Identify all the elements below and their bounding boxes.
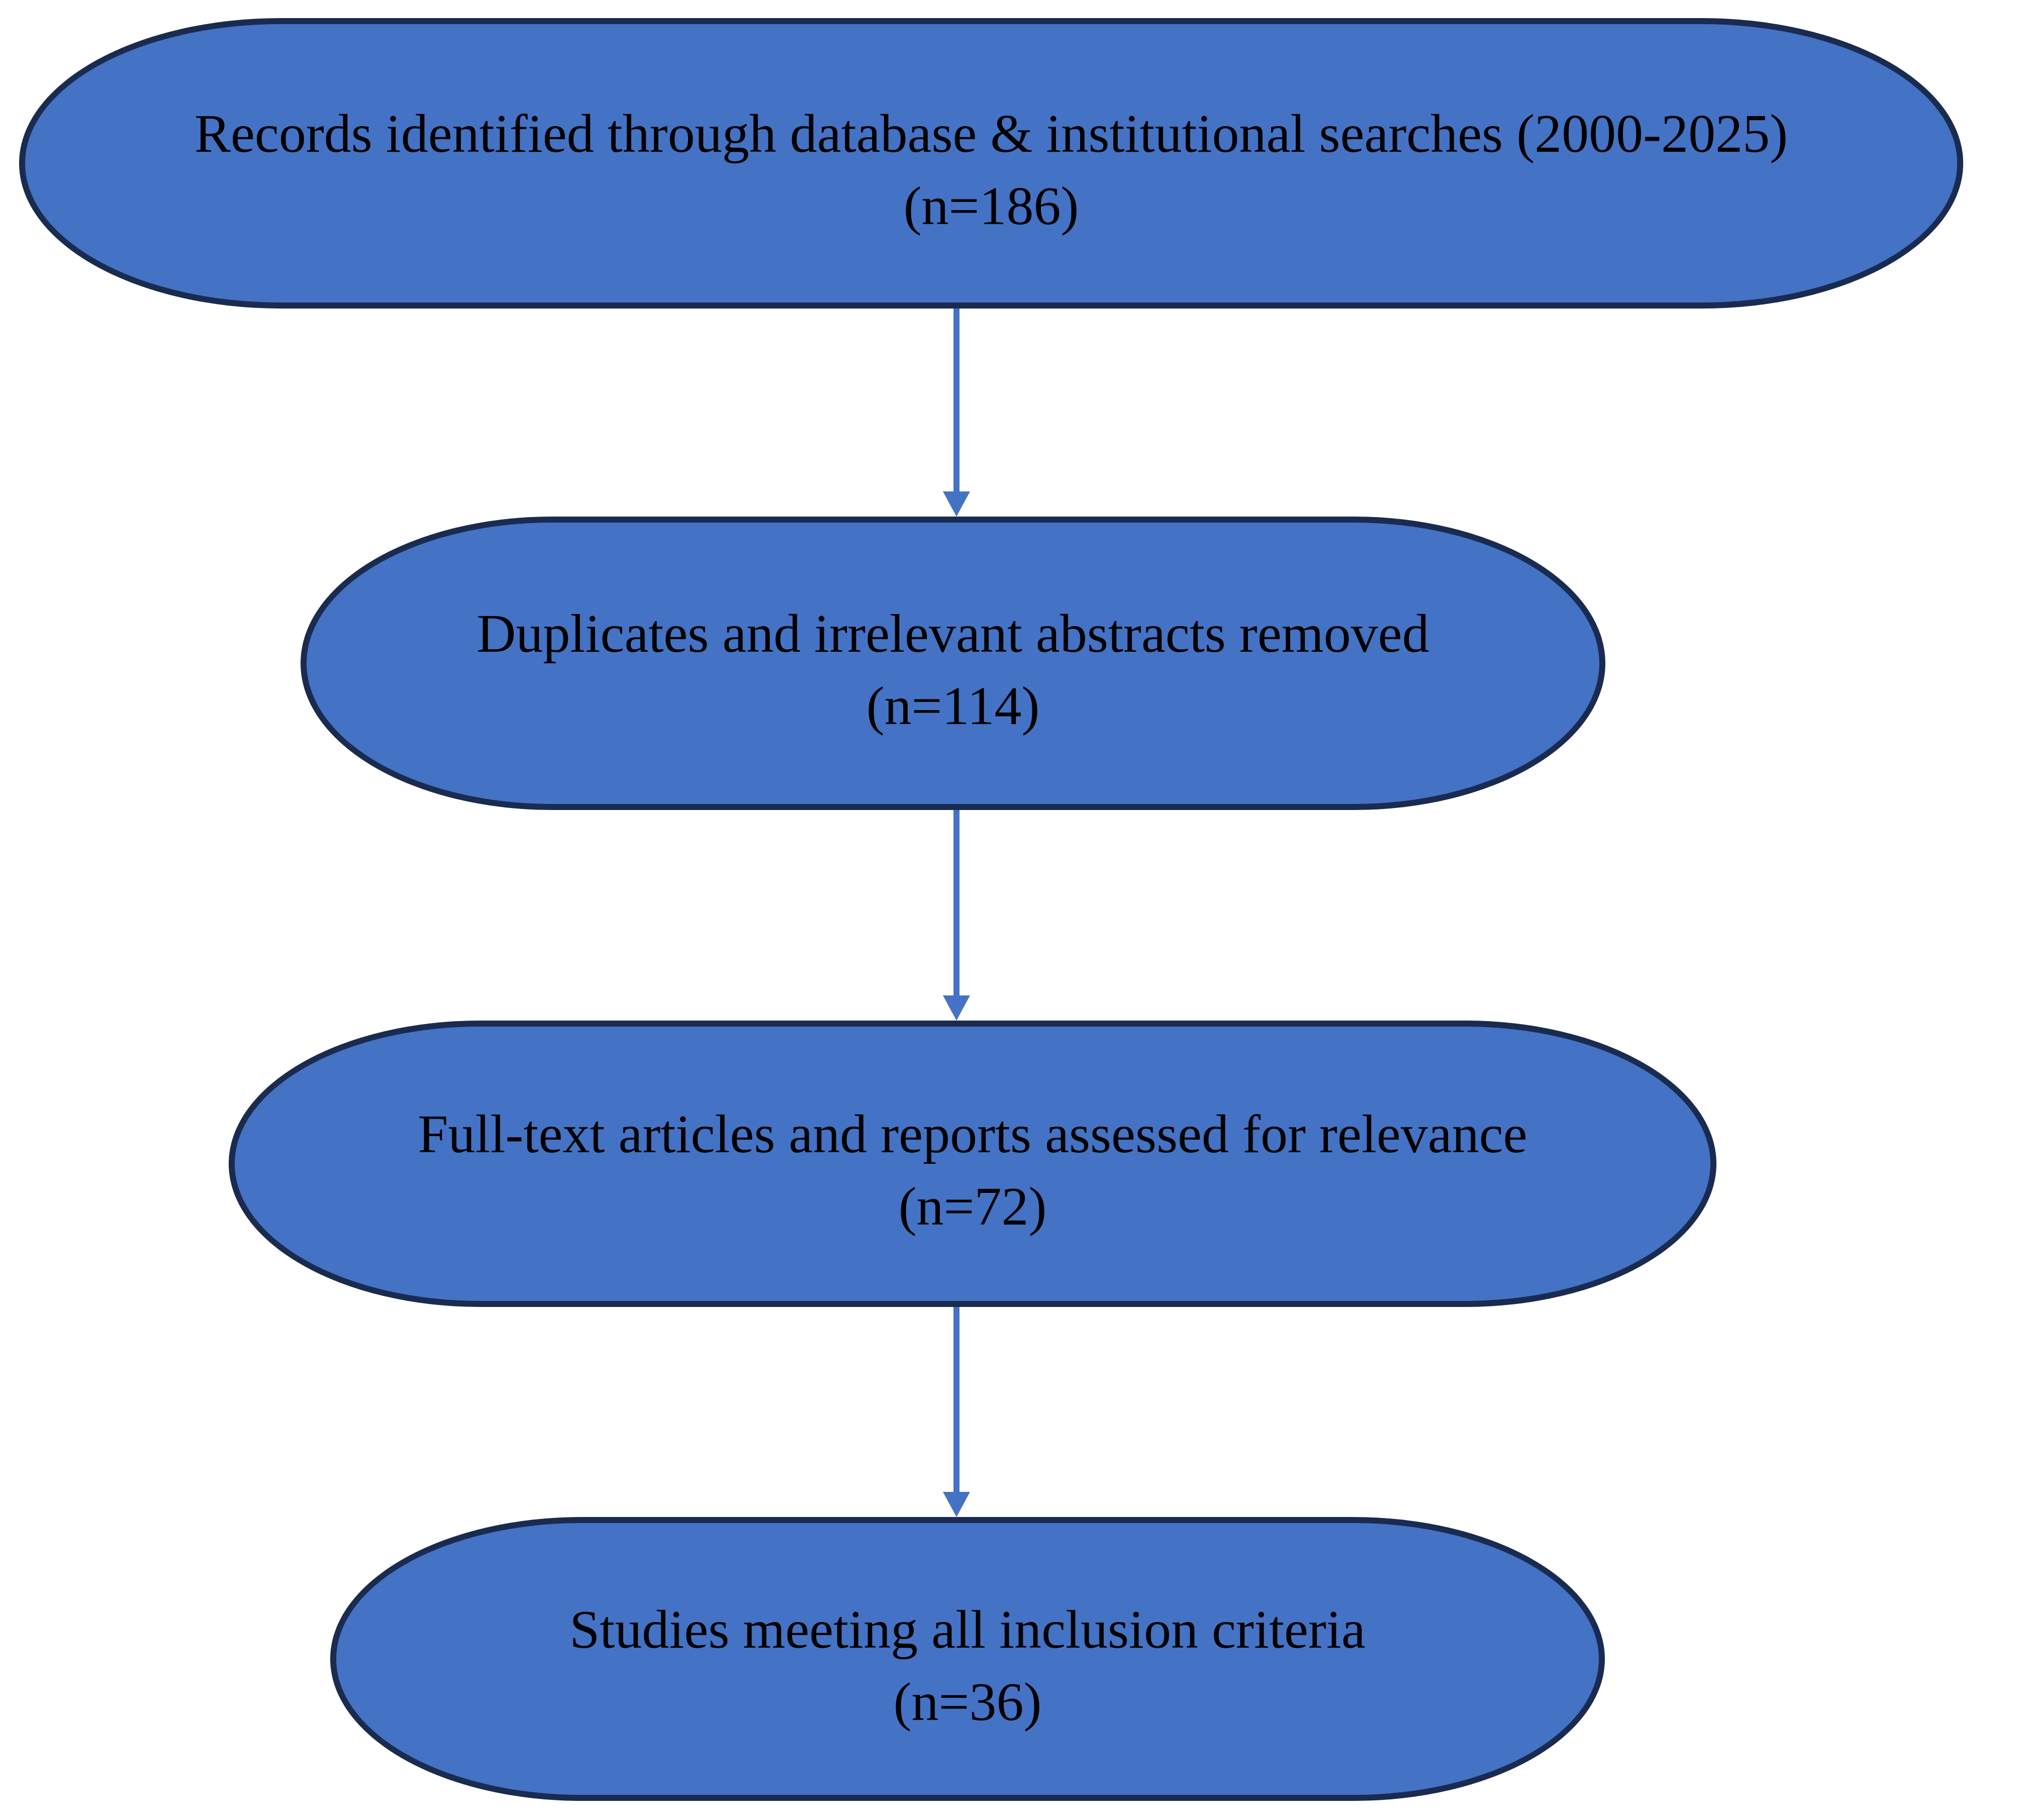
flow-node-fulltext-assessed: Full-text articles and reports assessed … xyxy=(229,1021,1716,1307)
node-count-label: (n=186) xyxy=(903,176,1079,236)
node-count-label: (n=114) xyxy=(866,676,1040,736)
node-count-label: (n=36) xyxy=(893,1672,1042,1732)
flow-node-records-identified: Records identified through database & in… xyxy=(19,18,1963,309)
node-text-line1: Full-text articles and reports assessed … xyxy=(418,1104,1527,1164)
node-text-line1: Records identified through database & in… xyxy=(194,104,1788,164)
node-text-line1: Studies meeting all inclusion criteria xyxy=(569,1599,1366,1660)
node-text-line1: Duplicates and irrelevant abstracts remo… xyxy=(476,604,1429,664)
node-count-label: (n=72) xyxy=(898,1177,1047,1237)
flow-node-studies-included: Studies meeting all inclusion criteria (… xyxy=(330,1517,1605,1801)
down-arrow-icon xyxy=(953,810,959,995)
down-arrow-icon xyxy=(953,1307,959,1492)
down-arrow-icon xyxy=(953,309,959,491)
flow-node-duplicates-removed: Duplicates and irrelevant abstracts remo… xyxy=(301,517,1605,810)
